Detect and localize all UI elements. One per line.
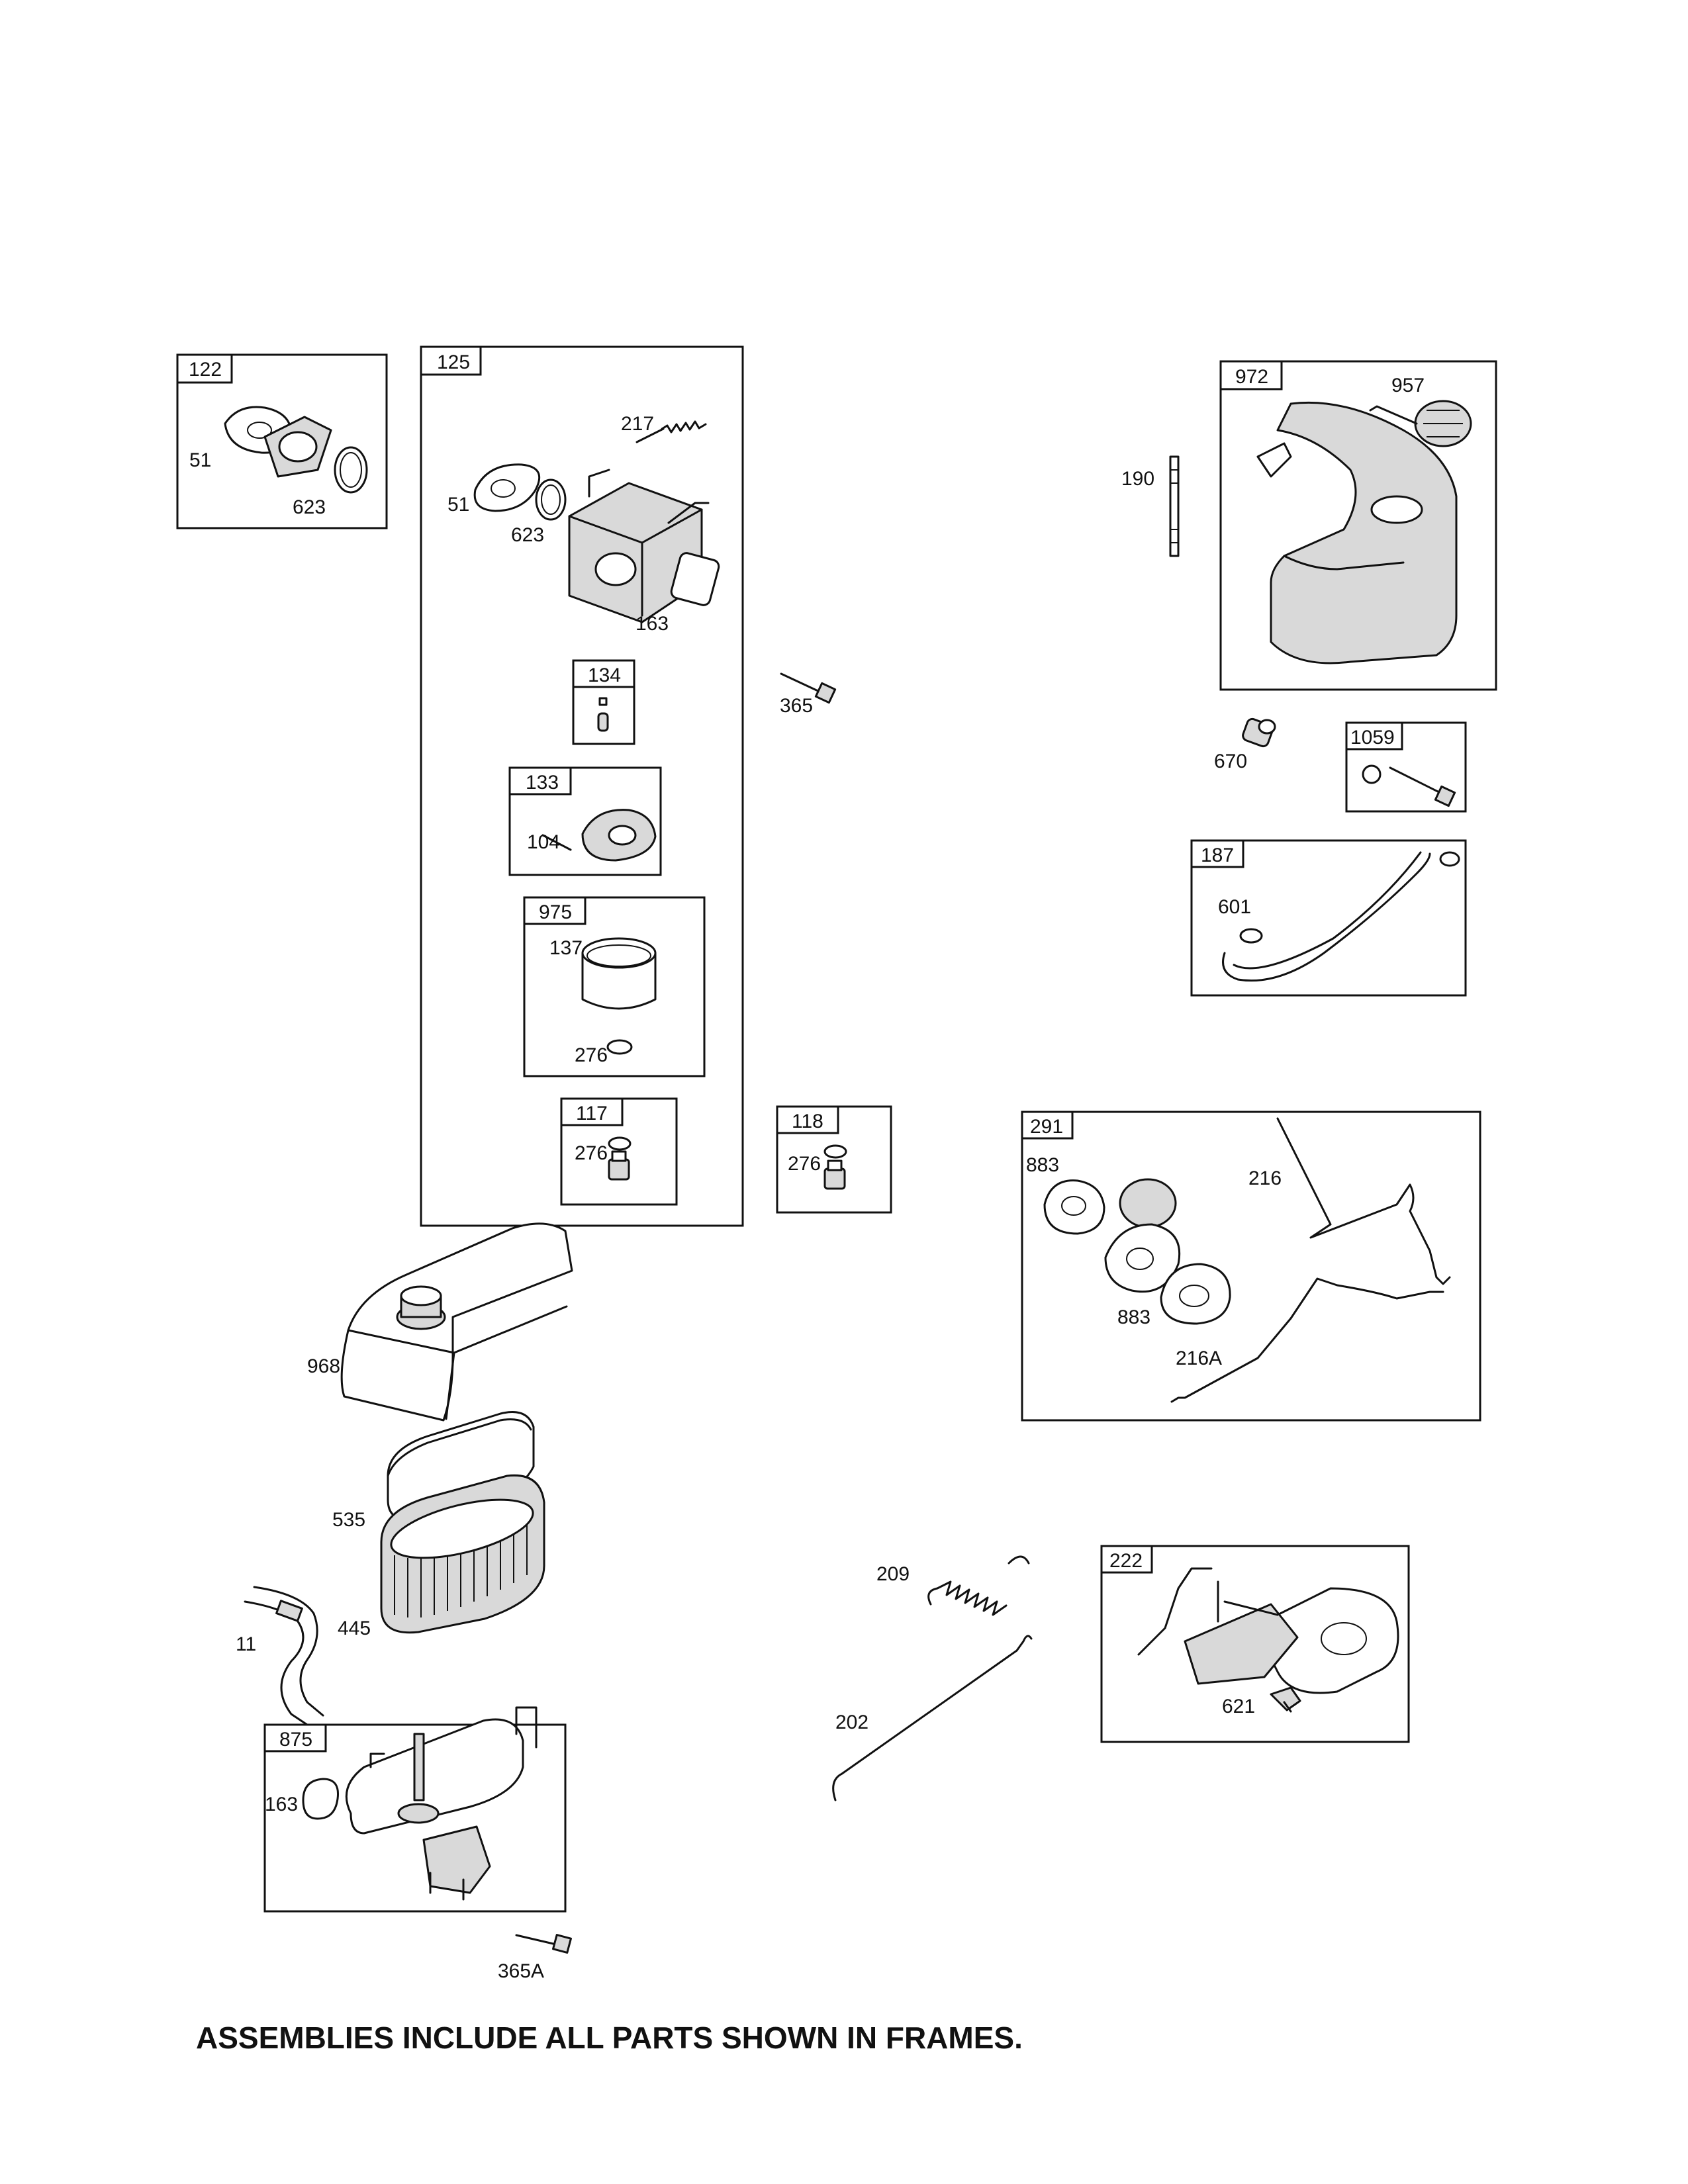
frame-label-118: 118	[792, 1111, 823, 1132]
air-filter-icon	[380, 1474, 545, 1634]
governor-link-icon	[1276, 1117, 1451, 1285]
frame-label-125: 125	[437, 351, 470, 373]
washer-icon	[1362, 764, 1382, 784]
jet-icon	[597, 697, 609, 732]
stud-icon	[1169, 455, 1180, 557]
clip-icon	[1270, 1686, 1301, 1713]
fuel-tank-icon	[1256, 401, 1458, 664]
frame-label-875: 875	[279, 1729, 312, 1751]
assemblies-note: ASSEMBLIES INCLUDE ALL PARTS SHOWN IN FR…	[196, 2021, 1023, 2055]
frame-134: 134	[572, 659, 635, 745]
callout-216: 216	[1248, 1167, 1282, 1189]
callout-670: 670	[1214, 751, 1247, 772]
gasket-icon	[1043, 1179, 1105, 1235]
callout-51: 51	[189, 449, 211, 471]
frame-label-187: 187	[1201, 844, 1234, 866]
callout-445: 445	[338, 1617, 371, 1639]
air-cleaner-base-icon	[345, 1706, 538, 1901]
bowl-nut-icon	[608, 1150, 630, 1181]
frame-975: 975 137 276	[523, 896, 706, 1077]
bolt-icon	[1389, 766, 1456, 807]
frame-label-291: 291	[1030, 1116, 1063, 1138]
callout-968: 968	[307, 1355, 340, 1377]
o-ring-icon	[535, 478, 567, 521]
callout-621: 621	[1222, 1696, 1255, 1717]
gasket-icon	[302, 1778, 340, 1820]
control-bracket-icon	[1137, 1567, 1399, 1694]
pin-icon	[541, 834, 572, 851]
hose-clamp-icon	[1239, 851, 1460, 944]
callout-137: 137	[549, 937, 583, 959]
frame-label-222: 222	[1109, 1550, 1143, 1572]
frame-label-122: 122	[189, 359, 222, 381]
governor-plate-icon	[1104, 1178, 1181, 1293]
callout-276: 276	[575, 1142, 608, 1164]
fuel-cap-icon	[1369, 400, 1472, 447]
air-cleaner-cover-icon	[340, 1222, 573, 1422]
spring-icon	[635, 420, 707, 443]
frame-label-975: 975	[539, 901, 572, 923]
frame-label-117: 117	[576, 1103, 608, 1124]
callout-883: 883	[1026, 1154, 1059, 1176]
callout-209: 209	[876, 1563, 910, 1585]
screw-icon	[515, 1934, 572, 1954]
frame-118: 118 276	[776, 1105, 892, 1214]
float-icon	[581, 809, 657, 862]
washer-icon	[606, 1039, 633, 1055]
choke-link-icon	[1170, 1277, 1444, 1403]
callout-623: 623	[293, 496, 326, 518]
callout-11: 11	[236, 1633, 256, 1655]
frame-222: 222 621	[1100, 1545, 1410, 1743]
frame-1059: 1059	[1345, 721, 1467, 813]
frame-291: 291 883 216 883 216A	[1021, 1111, 1481, 1422]
gasket-icon	[1160, 1263, 1231, 1325]
washer-icon	[823, 1144, 847, 1159]
frame-label-972: 972	[1235, 366, 1268, 388]
float-bowl-icon	[581, 937, 657, 1010]
callout-883: 883	[1117, 1306, 1150, 1328]
callout-163: 163	[265, 1794, 298, 1815]
bowl-nut-icon	[823, 1160, 846, 1190]
screw-icon	[780, 672, 837, 704]
callout-601: 601	[1218, 896, 1251, 918]
frame-133: 133 104	[508, 766, 662, 876]
callout-217: 217	[621, 413, 654, 435]
fuel-line-icon	[1222, 851, 1431, 982]
callout-104: 104	[527, 831, 560, 853]
frame-875: 875 163	[263, 1706, 567, 1913]
callout-365: 365	[780, 695, 813, 717]
callout-365A: 365A	[498, 1960, 544, 1982]
frame-label-133: 133	[526, 772, 559, 794]
frame-label-1059: 1059	[1350, 727, 1395, 749]
throttle-link-icon	[832, 1635, 1033, 1801]
callout-216A: 216A	[1176, 1347, 1222, 1369]
governor-spring-icon	[927, 1555, 1030, 1616]
callout-276: 276	[788, 1153, 821, 1175]
callout-535: 535	[332, 1509, 365, 1531]
frame-122: 122 51 623	[176, 353, 388, 529]
carburetor-icon	[568, 469, 720, 623]
intake-adapter-icon	[263, 416, 332, 478]
callout-276: 276	[575, 1044, 608, 1066]
frame-187: 187 601	[1190, 839, 1467, 997]
gasket-icon	[473, 463, 541, 512]
spacer-icon	[1242, 717, 1276, 748]
breather-tube-icon	[244, 1586, 324, 1729]
frame-125: 125 217 51 623 163 134	[420, 345, 744, 1227]
callout-623: 623	[511, 524, 544, 546]
frame-972: 972 957	[1219, 360, 1497, 691]
o-ring-icon	[334, 446, 368, 494]
callout-163: 163	[635, 613, 669, 635]
callout-51: 51	[447, 494, 469, 516]
callout-202: 202	[835, 1711, 868, 1733]
callout-957: 957	[1391, 375, 1425, 396]
frame-label-134: 134	[588, 664, 621, 686]
frame-117: 117 276	[560, 1097, 678, 1206]
washer-icon	[608, 1136, 632, 1151]
callout-190: 190	[1121, 468, 1154, 490]
